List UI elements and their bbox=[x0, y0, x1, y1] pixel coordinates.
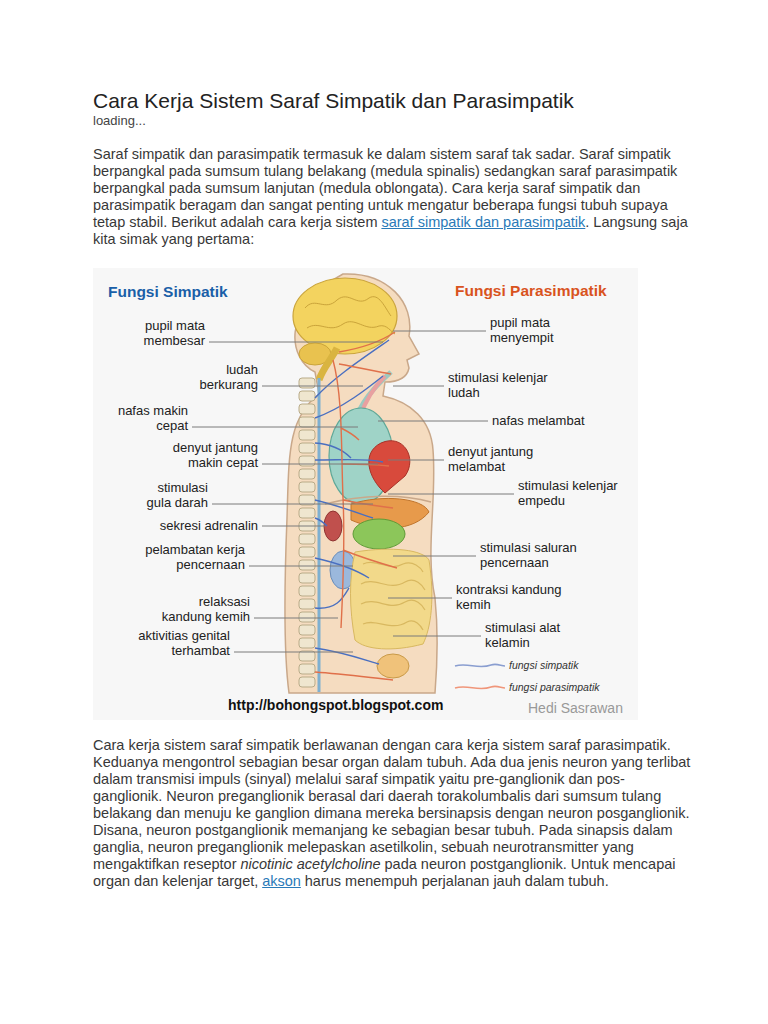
status-holder: loading... bbox=[93, 113, 693, 128]
link-text: saraf simpatik dan parasimpatik bbox=[381, 214, 585, 230]
status-text: loading... bbox=[93, 113, 693, 128]
sympathetic-label: ludah berkurang bbox=[188, 362, 258, 392]
link-text: akson bbox=[262, 873, 301, 889]
sympathetic-label: pelambatan kerja pencernaan bbox=[135, 542, 245, 572]
paragraph: Saraf simpatik dan parasimpatik termasuk… bbox=[93, 146, 693, 248]
legend-text: fungsi simpatik bbox=[509, 659, 578, 671]
body-text: Cara kerja sistem saraf simpatik berlawa… bbox=[93, 737, 690, 872]
parasympathetic-label: nafas melambat bbox=[492, 413, 612, 428]
sympathetic-label: denyut jantung makin cepat bbox=[158, 440, 258, 470]
figure-heading: Fungsi Parasimpatik bbox=[455, 282, 607, 300]
parasympathetic-label: stimulasi kelenjar ludah bbox=[448, 370, 563, 400]
parasympathetic-label: stimulasi alat kelamin bbox=[485, 620, 565, 650]
sympathetic-label: relaksasi kandung kemih bbox=[152, 594, 250, 624]
parasympathetic-label: pupil mata menyempit bbox=[490, 315, 565, 345]
legend-line-sample bbox=[455, 686, 505, 688]
paragraph: Cara kerja sistem saraf simpatik berlawa… bbox=[93, 737, 693, 890]
figure: Fungsi Simpatik Fungsi Parasimpatik pupil … bbox=[93, 268, 638, 720]
legend-text: fungsi parasimpatik bbox=[509, 681, 599, 693]
sympathetic-label: stimulasi gula darah bbox=[138, 480, 208, 510]
parasympathetic-label: kontraksi kandung kemih bbox=[456, 582, 571, 612]
parasympathetic-label: stimulasi saluran pencernaan bbox=[480, 540, 590, 570]
watermark-url: http://bohongspot.blogspot.com bbox=[226, 698, 445, 713]
italic-term: nicotinic acetylcholine bbox=[240, 856, 380, 872]
body-text: harus menempuh perjalanan jauh dalam tub… bbox=[305, 873, 609, 889]
legend-line-sample bbox=[455, 664, 505, 666]
watermark-author: Hedi Sasrawan bbox=[528, 701, 623, 716]
page-column: Cara Kerja Sistem Saraf Simpatik dan Par… bbox=[93, 88, 693, 890]
title-holder: Cara Kerja Sistem Saraf Simpatik dan Par… bbox=[93, 88, 693, 113]
page-title: Cara Kerja Sistem Saraf Simpatik dan Par… bbox=[93, 88, 693, 113]
sympathetic-label: nafas makin cepat bbox=[110, 403, 188, 433]
parasympathetic-label: denyut jantung melambat bbox=[448, 444, 548, 474]
figure-heading: Fungsi Simpatik bbox=[108, 283, 228, 301]
sympathetic-label: sekresi adrenalin bbox=[138, 518, 258, 533]
sympathetic-label: pupil mata membesar bbox=[133, 318, 205, 348]
sympathetic-label: aktivitias genital terhambat bbox=[120, 628, 230, 658]
parasympathetic-label: stimulasi kelenjar empedu bbox=[518, 478, 623, 508]
